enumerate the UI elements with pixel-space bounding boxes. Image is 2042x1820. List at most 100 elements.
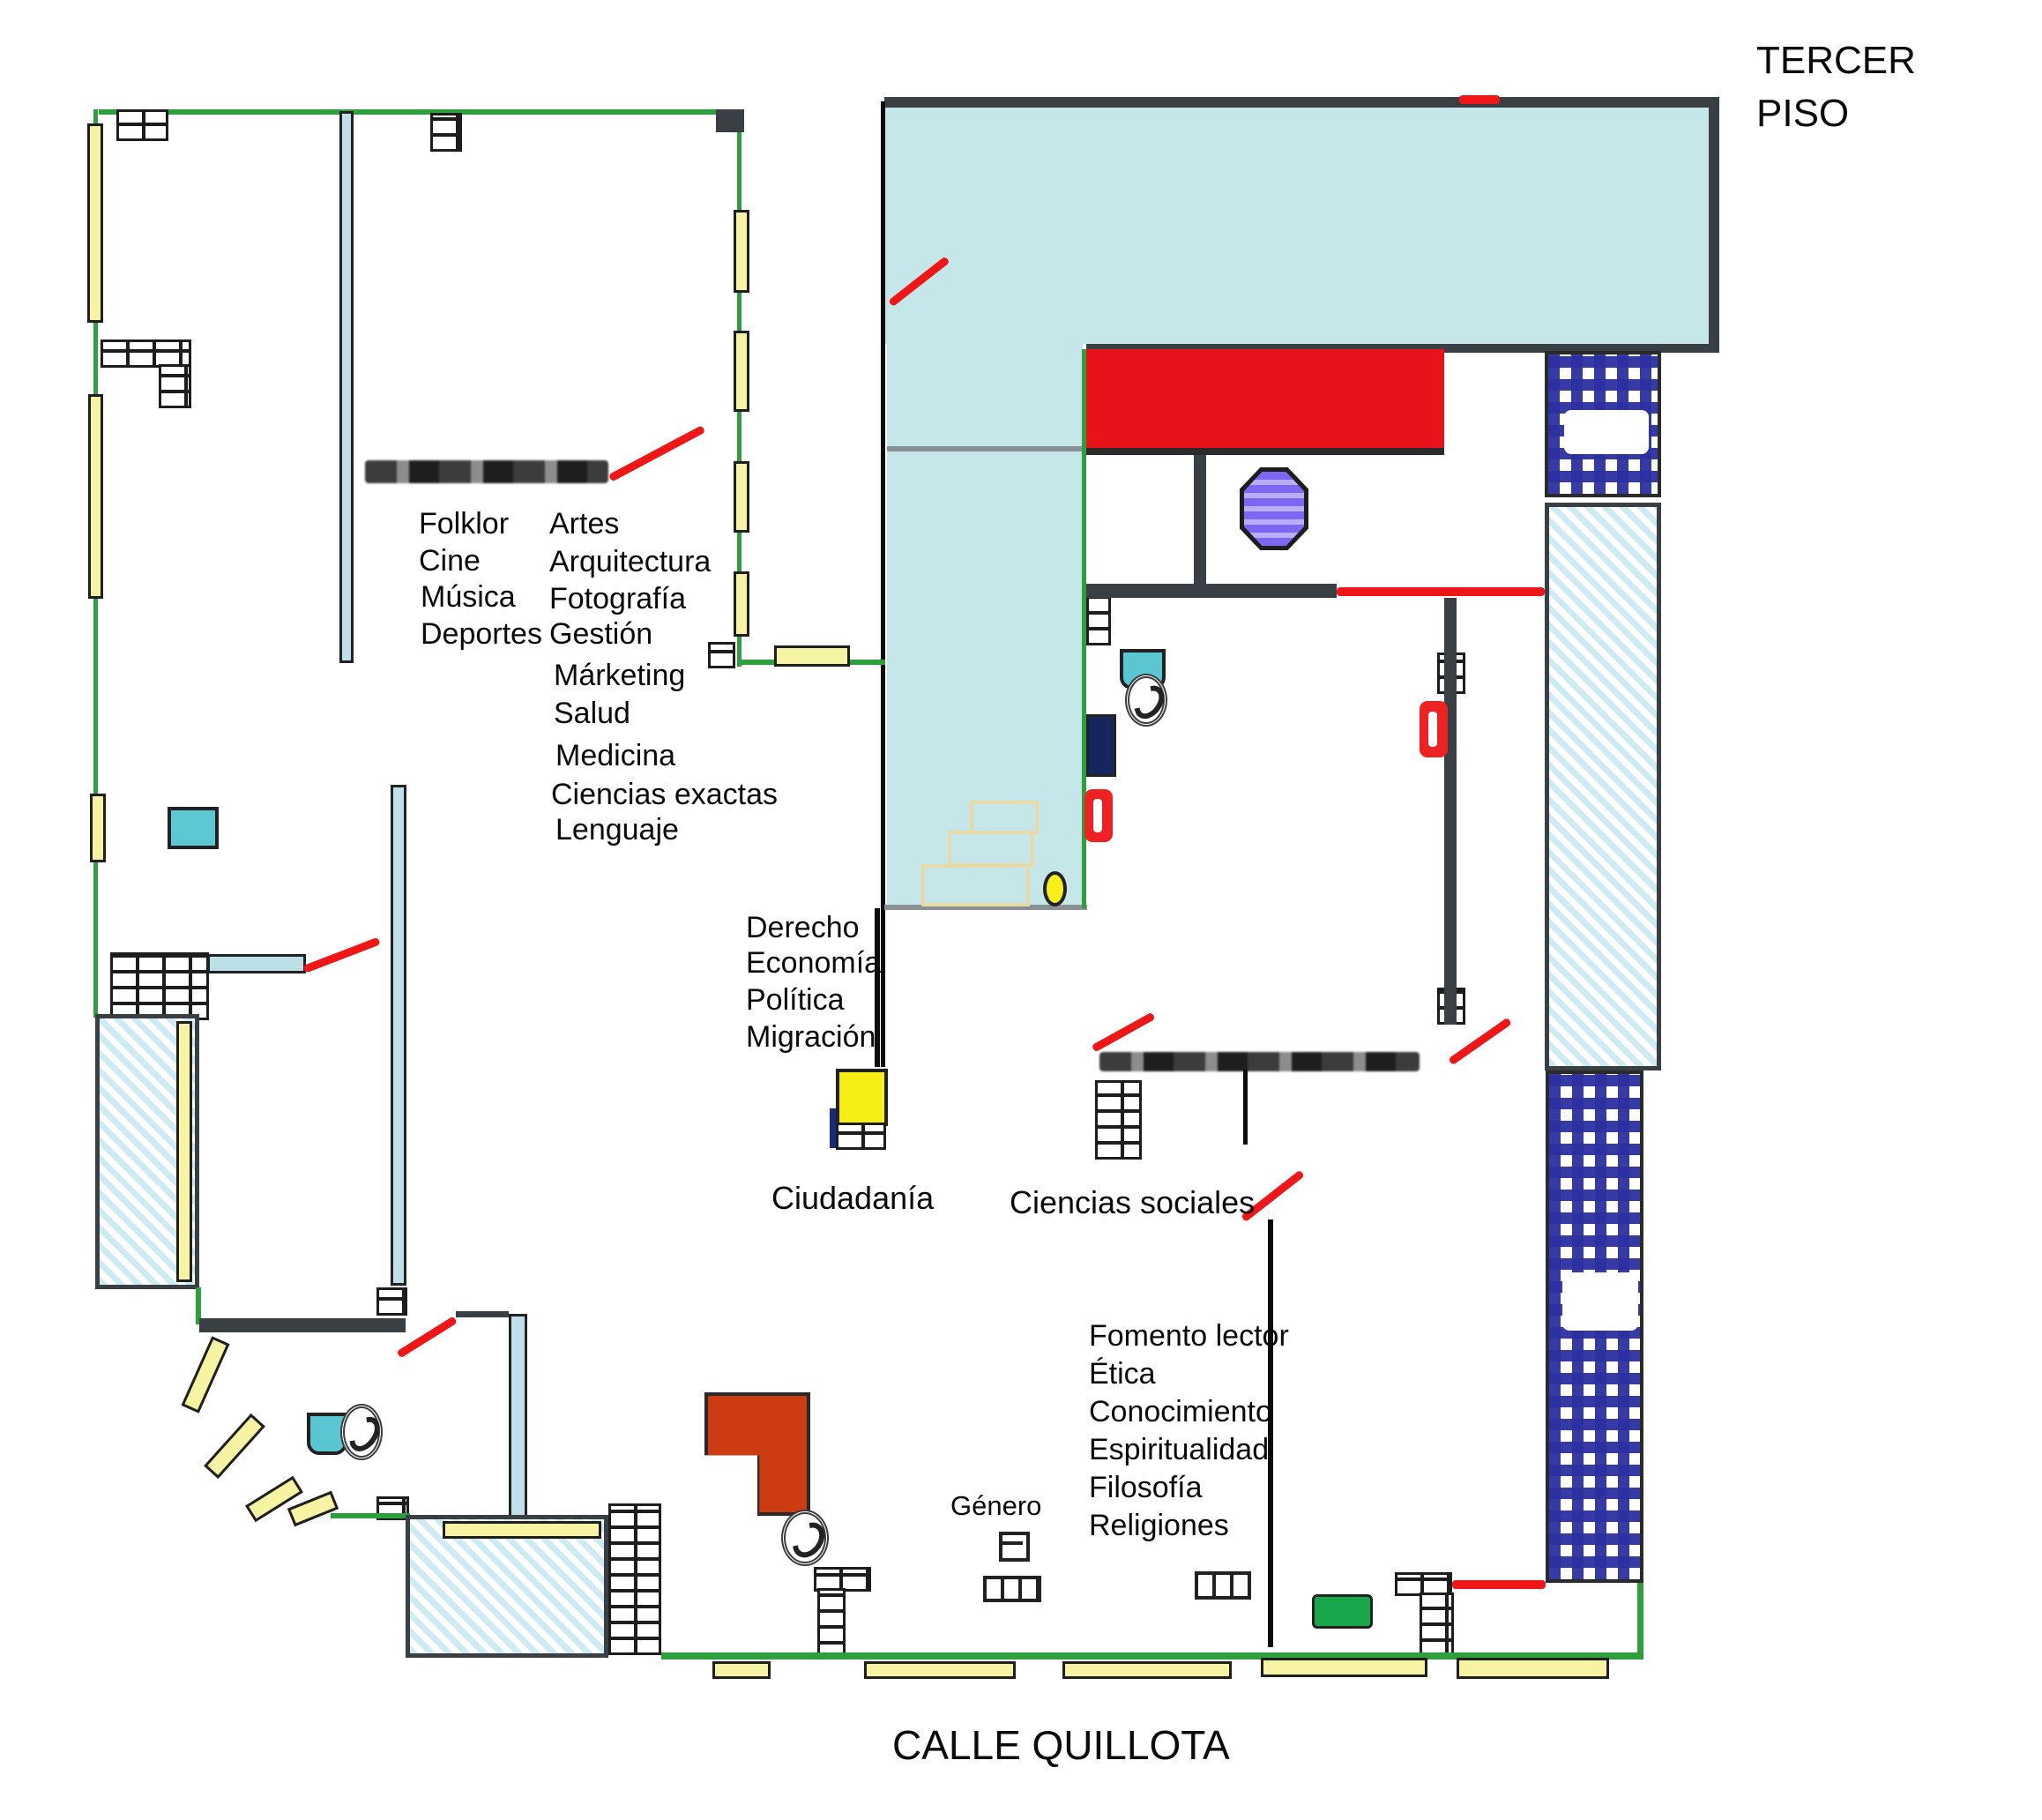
- label-deportes: Deportes: [421, 617, 542, 651]
- checkered-south-void: [1562, 1272, 1638, 1331]
- vestibule-bottom-wall: [331, 1513, 410, 1518]
- label-derecho: Derecho: [746, 911, 860, 944]
- bench-corridor: [774, 645, 850, 667]
- sidewalk-bench: [1261, 1658, 1427, 1677]
- vestibule-thin-wall: [456, 1311, 509, 1317]
- window-strip: [734, 331, 749, 412]
- hatched-column: [1545, 503, 1661, 1070]
- masonry-block: [110, 952, 209, 1020]
- door-line-red: [1452, 1580, 1546, 1589]
- extinguisher-icon: [1420, 701, 1448, 757]
- window-strip: [176, 1021, 192, 1282]
- masonry-block: [1086, 588, 1111, 645]
- band-right-wall: [1709, 97, 1719, 353]
- door-tick-red: [1459, 95, 1500, 104]
- cyan-corridor-column: [887, 344, 1083, 905]
- window-icon-bar: [999, 1541, 1023, 1545]
- masonry-block: [1095, 1080, 1142, 1160]
- elevator-octagon-stripes: [1244, 472, 1304, 546]
- label-street: CALLE QUILLOTA: [892, 1722, 1230, 1768]
- masonry-block: [430, 113, 462, 152]
- bench-terrace: [443, 1521, 601, 1539]
- teal-desk: [168, 807, 219, 849]
- label-religiones: Religiones: [1089, 1509, 1229, 1542]
- stage-left-edge: [1082, 349, 1086, 908]
- sidewalk-bench: [864, 1661, 1016, 1679]
- band-top-wall: [884, 97, 1719, 108]
- masonry-t-stem: [1420, 1592, 1454, 1657]
- window-strip: [87, 123, 103, 323]
- checkered-north-void: [1564, 410, 1649, 454]
- room-b-right-wall: [1444, 598, 1457, 1025]
- label-folklor: Folklor: [419, 507, 510, 541]
- window-strip: [734, 571, 749, 637]
- corridor-left-line: [881, 101, 885, 1067]
- label-arquitectura: Arquitectura: [549, 545, 712, 578]
- label-musica: Música: [421, 580, 516, 614]
- label-ciudadania: Ciudadanía: [771, 1180, 935, 1216]
- door-line-red: [1337, 587, 1545, 596]
- masonry-corner: [708, 642, 735, 668]
- masonry-t-stem: [817, 1588, 846, 1660]
- label-ciencias-sociales: Ciencias sociales: [1010, 1184, 1256, 1220]
- kiosk-yellow: [836, 1069, 888, 1126]
- kiosk-side: [830, 1108, 836, 1148]
- toilet-icon: [781, 1510, 829, 1566]
- stairs-icon: [948, 831, 1034, 867]
- room-b-stub-wall: [1194, 455, 1206, 584]
- divider-line: [1243, 1070, 1248, 1145]
- label-migracion: Migración: [746, 1020, 876, 1054]
- bookshelf: [1099, 1052, 1420, 1071]
- masonry-block: [376, 1496, 409, 1520]
- bookshelf: [365, 460, 608, 483]
- window-strip: [88, 394, 103, 599]
- label-genero: Género: [950, 1490, 1042, 1521]
- band-bottom-wall: [1086, 344, 1719, 353]
- label-gestion: Gestión: [549, 617, 653, 651]
- label-lenguaje: Lenguaje: [555, 813, 679, 847]
- navy-cabinet: [1086, 714, 1116, 777]
- label-marketing: Márketing: [554, 659, 686, 692]
- stairs-icon: [921, 864, 1030, 906]
- label-cine: Cine: [419, 544, 481, 578]
- window-strip: [734, 461, 749, 533]
- door-swing-icon: [204, 1413, 265, 1480]
- extinguisher-icon: [1084, 789, 1113, 842]
- stairs-landing-marker: [1043, 871, 1067, 906]
- door-swing-red: [302, 936, 381, 973]
- bench-lightblue: [207, 954, 306, 973]
- label-economia: Economía: [746, 946, 882, 980]
- door-swing-red: [607, 425, 706, 482]
- room-b-top-wall: [1086, 584, 1337, 598]
- window-strip: [90, 794, 106, 862]
- vestibule-left-wall: [196, 1287, 201, 1324]
- masonry-ladder: [608, 1503, 661, 1655]
- door-swing-red: [1091, 1011, 1156, 1053]
- label-etica: Ética: [1089, 1357, 1156, 1391]
- hatched-terrace-bottom: [406, 1515, 608, 1658]
- kiosk-base: [836, 1123, 886, 1150]
- bottom-wall: [661, 1652, 1643, 1660]
- bench-icon: [1195, 1571, 1251, 1600]
- cyan-hall-band: [884, 108, 1719, 344]
- masonry-block: [116, 109, 168, 141]
- corridor-cross-line: [887, 446, 1083, 451]
- toilet-icon: [1125, 674, 1167, 727]
- divider-line: [875, 908, 880, 1067]
- stairs-icon: [970, 801, 1039, 834]
- label-artes: Artes: [549, 507, 620, 541]
- label-politica: Política: [746, 983, 845, 1017]
- masonry-block-l-bar: [101, 339, 191, 368]
- label-fomento-lector: Fomento lector: [1089, 1319, 1289, 1353]
- sidewalk-bench: [712, 1661, 771, 1679]
- label-filosofia: Filosofía: [1089, 1471, 1203, 1504]
- masonry-cap: [376, 1287, 407, 1316]
- bench-icon: [983, 1576, 1041, 1602]
- label-title-line2: PISO: [1756, 92, 1850, 135]
- toilet-icon: [340, 1404, 383, 1460]
- sidewalk-bench: [1457, 1658, 1609, 1679]
- corridor-bottom-line: [884, 905, 1087, 910]
- label-salud: Salud: [554, 697, 630, 730]
- label-conocimiento: Conocimiento: [1089, 1395, 1272, 1428]
- room-a-top-corner: [716, 109, 744, 132]
